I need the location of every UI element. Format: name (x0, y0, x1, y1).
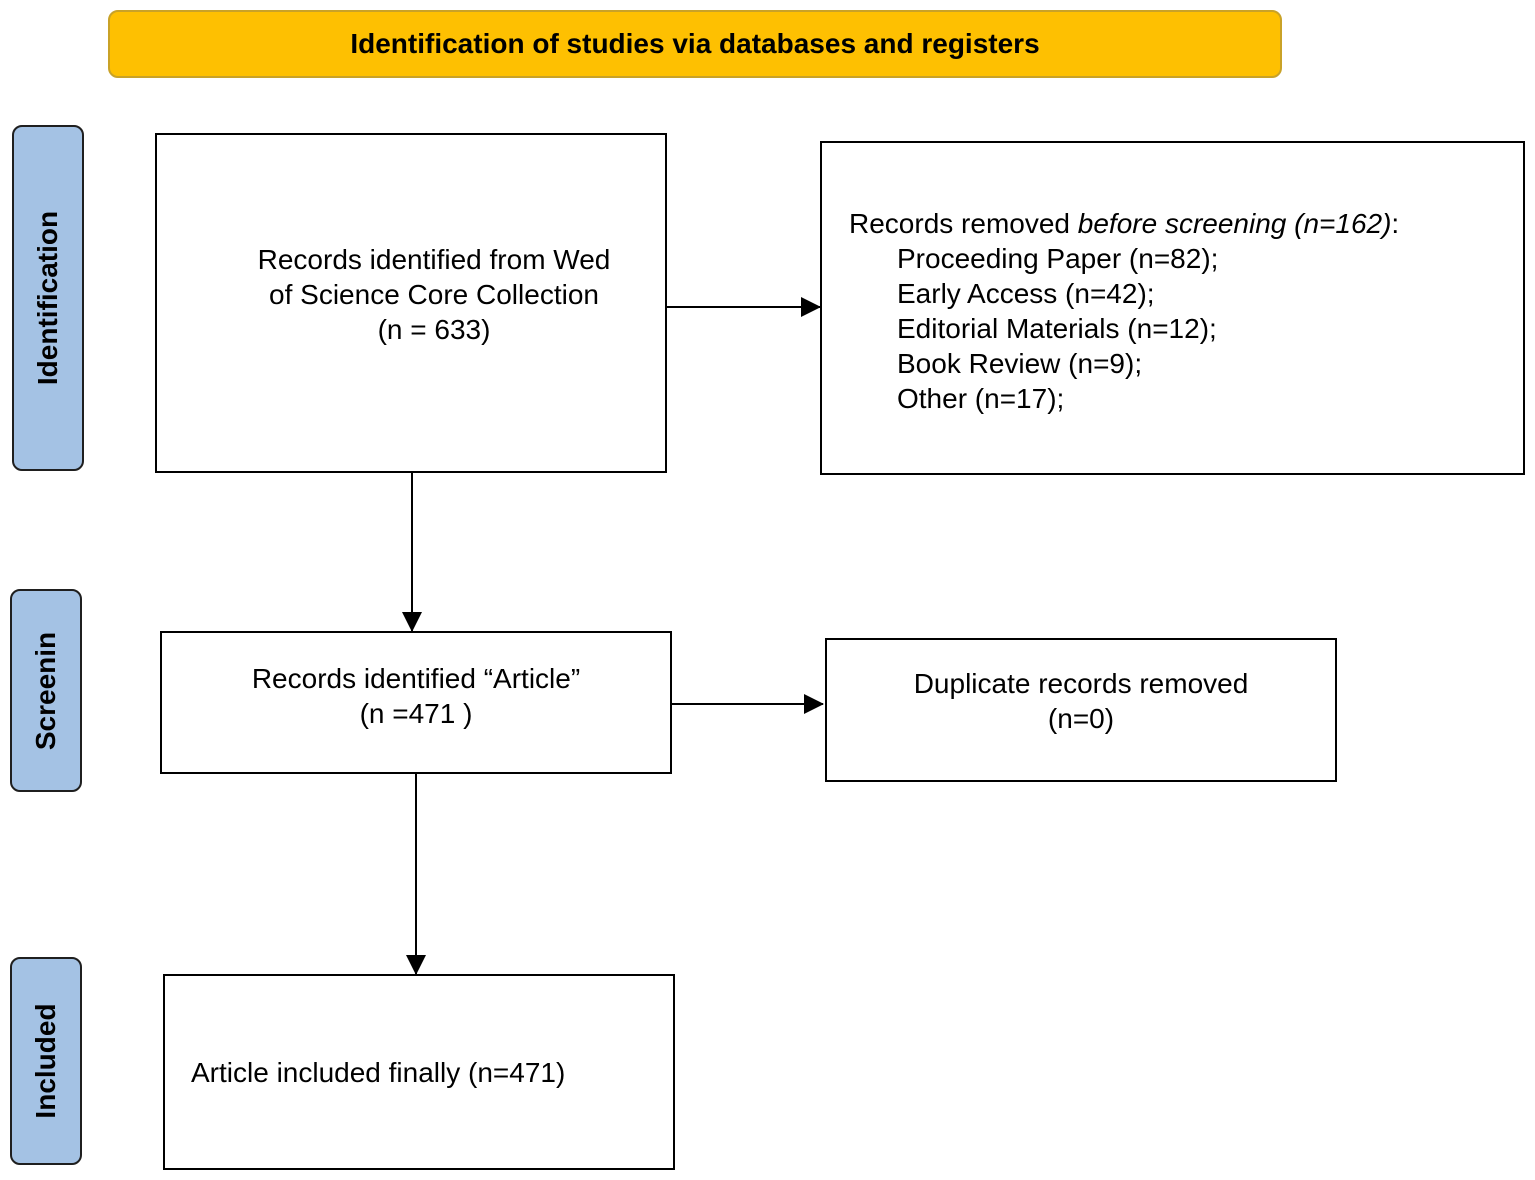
article-records-line-2: (n =471 ) (359, 697, 473, 729)
stage-screening: Screenin (10, 589, 82, 792)
records-removed-lead: Records removed (849, 208, 1078, 239)
removed-item-book-review: Book Review (n=9); (897, 348, 1143, 379)
stage-label-screening: Screenin (30, 631, 61, 750)
article-records-box: Records identified “Article” (n =471 ) (160, 631, 672, 774)
stage-label-included: Included (30, 1003, 61, 1119)
removed-item-editorial-materials: Editorial Materials (n=12); (897, 313, 1217, 344)
records-removed-heading: Records removed before screening (n=162)… (849, 206, 1523, 241)
records-identified-line-3: (n = 633) (377, 313, 491, 345)
included-box: Article included finally (n=471) (163, 974, 675, 1170)
duplicate-records-line-2: (n=0) (1047, 703, 1115, 734)
stage-included: Included (10, 957, 82, 1165)
header-banner: Identification of studies via databases … (108, 10, 1282, 78)
records-removed-box: Records removed before screening (n=162)… (820, 141, 1525, 475)
stage-label-identification: Identification (32, 210, 63, 386)
included-text: Article included finally (n=471) (191, 1056, 566, 1088)
duplicate-records-box: Duplicate records removed (n=0) (825, 638, 1337, 782)
stage-identification: Identification (12, 125, 84, 471)
records-identified-line-2: of Science Core Collection (269, 278, 599, 310)
header-title: Identification of studies via databases … (350, 28, 1040, 59)
records-identified-box: Records identified from Wed of Science C… (155, 133, 667, 473)
removed-item-early-access: Early Access (n=42); (897, 278, 1155, 309)
article-records-line-1: Records identified “Article” (251, 662, 581, 694)
records-removed-lead-italic: before screening (n=162) (1077, 208, 1392, 239)
removed-item-other: Other (n=17); (897, 383, 1065, 414)
records-identified-line-1: Records identified from Wed (257, 243, 611, 275)
records-removed-lead-tail: : (1391, 208, 1400, 239)
removed-item-proceeding-paper: Proceeding Paper (n=82); (897, 243, 1219, 274)
duplicate-records-line-1: Duplicate records removed (913, 668, 1249, 699)
